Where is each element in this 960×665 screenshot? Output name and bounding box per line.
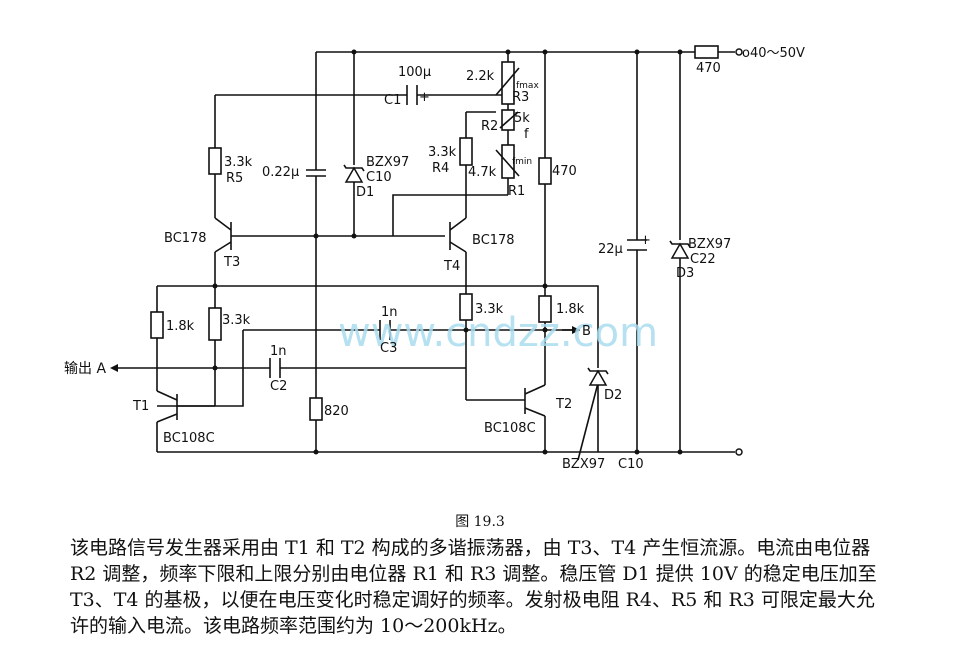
label-d1-type: BZX97	[366, 155, 409, 170]
label-out-b: B	[582, 324, 591, 339]
label-t2-type: BC108C	[484, 421, 536, 436]
zener-d2	[588, 369, 608, 386]
label-c2: C2	[270, 379, 287, 394]
label-c-022: 0.22μ	[262, 165, 299, 180]
label-d1: D1	[356, 185, 374, 200]
label-out-a: 输出 A	[64, 361, 106, 377]
figure-caption: 图 19.3	[455, 514, 505, 530]
label-supply: o40～50V	[742, 46, 805, 61]
label-r2-value: 5k	[514, 111, 530, 126]
label-t1-type: BC108C	[163, 431, 215, 446]
label-d2-c: C10	[618, 457, 644, 472]
label-r5: R5	[226, 171, 243, 186]
zener-d3	[670, 242, 690, 259]
resistor-1-8k-right	[538, 295, 552, 323]
circuit-diagram: www.cndzz.com o40～50V 470 100μ C1 + 2.2k…	[64, 45, 805, 472]
label-r820: 820	[324, 404, 349, 419]
resistor-3-3k-left	[208, 307, 222, 341]
label-d2: D2	[604, 388, 622, 403]
label-c1-value: 100μ	[398, 65, 431, 80]
label-c3: C3	[380, 341, 397, 356]
resistor-r4	[459, 137, 473, 166]
output-b-arrow	[572, 326, 580, 334]
resistor-470-supply	[694, 45, 719, 59]
label-t2: T2	[555, 397, 572, 412]
wires	[118, 51, 735, 461]
label-c22-plus: +	[640, 233, 651, 248]
label-c1: C1	[384, 93, 401, 108]
label-r-supply: 470	[696, 61, 721, 76]
labels: o40～50V 470 100μ C1 + 2.2k fmax R3 R2 5k…	[64, 46, 805, 472]
terminal-supply	[735, 48, 743, 56]
label-t3: T3	[223, 255, 240, 270]
label-r5-value: 3.3k	[224, 155, 253, 170]
label-d3: D3	[676, 266, 694, 281]
label-t1: T1	[132, 399, 149, 414]
resistor-820	[309, 397, 323, 421]
label-d2-type: BZX97	[562, 457, 605, 472]
label-r4: R4	[432, 161, 449, 176]
label-r3: R3	[512, 90, 529, 105]
components	[110, 45, 743, 456]
label-r18k-left: 1.8k	[166, 319, 195, 334]
label-c3-value: 1n	[381, 305, 398, 320]
output-a-arrow	[110, 364, 118, 372]
label-c1-plus: +	[419, 90, 430, 105]
label-r1-value: 4.7k	[468, 165, 497, 180]
label-t4-type: BC178	[472, 233, 515, 248]
label-r33k-left: 3.3k	[222, 313, 251, 328]
resistor-470-mid	[538, 157, 552, 185]
label-r2: R2	[481, 119, 498, 134]
label-r1: R1	[508, 184, 525, 199]
label-d1-c: C10	[366, 170, 392, 185]
label-c22-value: 22μ	[598, 242, 623, 257]
label-fmin: fmin	[512, 157, 532, 167]
label-r470-mid: 470	[552, 164, 577, 179]
potentiometer-r1	[501, 144, 515, 179]
label-c2-value: 1n	[270, 344, 287, 359]
label-fmax: fmax	[516, 81, 539, 91]
label-f: f	[524, 127, 529, 142]
resistor-r5	[208, 147, 222, 175]
label-r33k-right: 3.3k	[475, 302, 504, 317]
label-d3-type: BZX97	[688, 237, 731, 252]
label-t4: T4	[443, 259, 460, 274]
label-r18k-right: 1.8k	[556, 302, 585, 317]
resistor-3-3k-right	[459, 293, 473, 321]
label-t3-type: BC178	[164, 231, 207, 246]
zener-d1	[344, 166, 364, 183]
label-r4-value: 3.3k	[428, 145, 457, 160]
potentiometer-r3	[501, 61, 515, 105]
resistor-1-8k-left	[150, 311, 164, 339]
terminal-ground	[735, 448, 743, 456]
watermark: www.cndzz.com	[338, 310, 658, 356]
label-r3-value: 2.2k	[466, 69, 495, 84]
label-d3-c: C22	[690, 252, 716, 267]
figure-description: 该电路信号发生器采用由 T1 和 T2 构成的多谐振荡器，由 T3、T4 产生恒…	[70, 537, 877, 637]
